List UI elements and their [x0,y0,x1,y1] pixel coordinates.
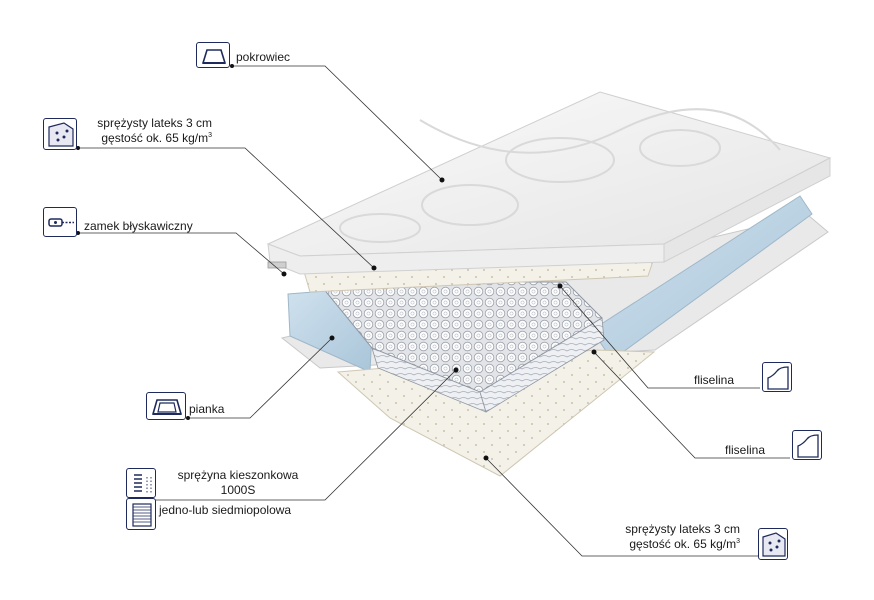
label-spring-line2: 1000S [220,483,256,497]
fleece-icon-2 [792,430,822,460]
label-latex-top-sup: 3 [208,132,212,139]
cover-quilt-pattern [339,108,781,243]
cover-right-edge-shape [663,157,831,263]
foam-icon [146,392,186,420]
fleece-icon-1 [762,362,792,392]
label-fleece-2: fliselina [725,443,766,457]
label-foam: pianka [189,402,225,416]
label-latex-bottom-line1: sprężysty lateks 3 cm [625,522,740,536]
label-cover: pokrowiec [236,50,291,64]
label-latex-bottom: sprężysty lateks 3 cm gęstość ok. 65 kg/… [600,522,740,552]
label-spring: sprężyna kieszonkowa 1000S [158,468,318,498]
pocket-spring-icon [126,468,156,498]
mattress-cover-icon [196,42,230,68]
leader-lines [78,65,790,557]
label-latex-top: sprężysty lateks 3 cm gęstość ok. 65 kg/… [80,116,212,146]
latex-layer-icon-bottom [758,528,788,560]
label-latex-top-line1: sprężysty lateks 3 cm [97,116,212,130]
zones-icon [126,498,156,530]
label-latex-bottom-line2: gęstość ok. 65 kg/m3 [600,537,740,552]
label-latex-bottom-sup: 3 [736,538,740,545]
label-spring-line1: sprężyna kieszonkowa [177,468,299,482]
spring-block-side-right-shape [479,317,605,413]
label-latex-bottom-density: gęstość ok. 65 kg/m [629,537,737,551]
label-spring-line3: jedno-lub siedmiopolowa [159,503,292,517]
label-latex-top-density: gęstość ok. 65 kg/m [101,131,209,145]
label-zipper: zamek błyskawiczny [84,219,193,233]
zipper-icon [43,207,77,237]
label-fleece-1: fliselina [694,373,735,387]
label-latex-top-line2: gęstość ok. 65 kg/m3 [80,131,212,146]
latex-layer-icon [43,118,77,150]
